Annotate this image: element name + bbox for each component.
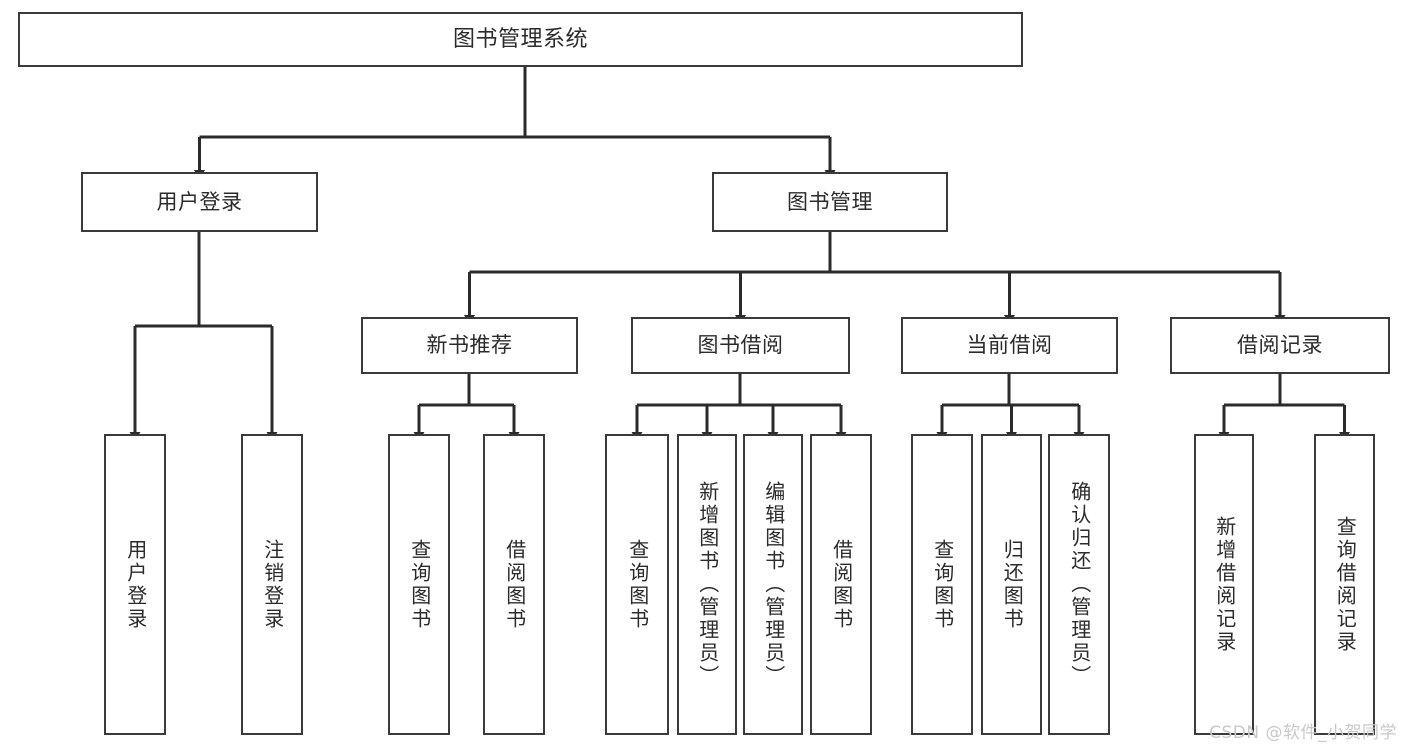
- node-leaf-edit-book-label: 编辑图书（管理员）: [761, 481, 786, 688]
- node-leaf-query-book-2[interactable]: 查询图书: [605, 434, 669, 735]
- node-leaf-borrow-book-1-label: 借阅图书: [502, 538, 527, 631]
- node-current-borrowing-label: 当前借阅: [966, 333, 1053, 358]
- node-leaf-borrow-book-1[interactable]: 借阅图书: [483, 434, 545, 735]
- node-borrowing-record[interactable]: 借阅记录: [1170, 317, 1390, 374]
- node-root-label: 图书管理系统: [452, 26, 588, 52]
- node-user-login[interactable]: 用户登录: [81, 172, 318, 232]
- node-leaf-query-borrow-record[interactable]: 查询借阅记录: [1314, 434, 1375, 735]
- node-leaf-return-book-label: 归还图书: [1000, 538, 1025, 631]
- node-leaf-query-borrow-record-label: 查询借阅记录: [1333, 515, 1358, 654]
- node-book-management[interactable]: 图书管理: [712, 172, 948, 232]
- node-book-management-label: 图书管理: [787, 189, 873, 214]
- node-leaf-return-book[interactable]: 归还图书: [981, 434, 1042, 735]
- node-leaf-query-book-1-label: 查询图书: [407, 538, 432, 631]
- node-book-borrowing[interactable]: 图书借阅: [631, 317, 850, 374]
- node-new-book-recommendation[interactable]: 新书推荐: [361, 317, 578, 374]
- node-borrowing-record-label: 借阅记录: [1237, 333, 1323, 358]
- node-leaf-user-logout[interactable]: 注销登录: [241, 434, 303, 735]
- node-current-borrowing[interactable]: 当前借阅: [901, 317, 1118, 374]
- node-leaf-query-book-3[interactable]: 查询图书: [911, 434, 973, 735]
- node-leaf-edit-book[interactable]: 编辑图书（管理员）: [743, 434, 803, 735]
- node-book-borrowing-label: 图书借阅: [697, 333, 784, 358]
- node-leaf-confirm-return-label: 确认归还（管理员）: [1067, 481, 1092, 688]
- node-leaf-user-login-label: 用户登录: [123, 538, 148, 631]
- node-leaf-query-book-1[interactable]: 查询图书: [388, 434, 450, 735]
- node-leaf-user-logout-label: 注销登录: [260, 538, 285, 631]
- node-leaf-borrow-book-2[interactable]: 借阅图书: [810, 434, 872, 735]
- node-leaf-add-book-label: 新增图书（管理员）: [695, 481, 720, 688]
- node-leaf-query-book-3-label: 查询图书: [930, 538, 955, 631]
- node-leaf-query-book-2-label: 查询图书: [625, 538, 650, 631]
- node-leaf-borrow-book-2-label: 借阅图书: [829, 538, 854, 631]
- node-leaf-confirm-return[interactable]: 确认归还（管理员）: [1048, 434, 1110, 735]
- node-leaf-add-book[interactable]: 新增图书（管理员）: [677, 434, 737, 735]
- node-leaf-add-borrow-record-label: 新增借阅记录: [1212, 515, 1237, 654]
- node-leaf-add-borrow-record[interactable]: 新增借阅记录: [1194, 434, 1254, 735]
- node-new-book-recommendation-label: 新书推荐: [426, 333, 513, 358]
- node-root[interactable]: 图书管理系统: [18, 12, 1023, 67]
- node-user-login-label: 用户登录: [156, 189, 243, 214]
- node-leaf-user-login[interactable]: 用户登录: [104, 434, 166, 735]
